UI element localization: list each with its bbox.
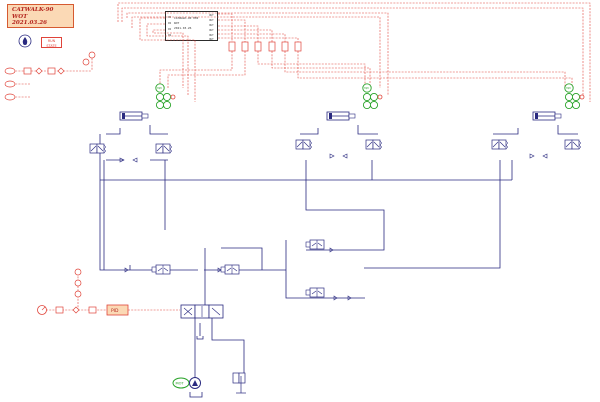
cylinder-icon[interactable] — [119, 111, 149, 121]
controller-line-3: 2021.03.26 — [174, 26, 192, 30]
motor-group-3[interactable]: M/C — [564, 83, 585, 110]
controller-in-4: IN — [168, 34, 172, 37]
controller-in-2: IN — [168, 22, 172, 25]
motor-label-2: M/C — [364, 86, 369, 90]
controller-out-2: OUT — [209, 19, 214, 22]
controller-out-1: OUT — [209, 14, 214, 17]
valve-icon[interactable] — [89, 143, 107, 154]
controller-line-1: CATWALK-90 HMI — [174, 16, 199, 20]
cylinder-icon[interactable] — [532, 111, 562, 121]
pid-label: PID — [111, 308, 119, 314]
run-label: RUN — [47, 39, 56, 43]
valve-icon[interactable] — [305, 239, 325, 250]
title-line-3: 2021.03.26 — [12, 20, 48, 26]
tank-icon — [189, 336, 204, 398]
controller-out-5: OUT — [209, 34, 214, 37]
controller-in-1: IN — [168, 16, 172, 19]
sensor-chain — [4, 51, 96, 101]
relay-boxes — [228, 41, 302, 52]
motor-group-1[interactable]: M/C — [155, 83, 176, 110]
controller-in-3: IN — [168, 28, 172, 31]
valve-icon[interactable] — [491, 139, 509, 150]
hydraulic-lines — [99, 125, 578, 382]
main-directional-valve[interactable] — [180, 304, 224, 319]
controller-out-3: OUT — [209, 24, 214, 27]
motor-label-1: M/C — [157, 86, 162, 90]
pid-chain — [55, 268, 97, 314]
title-box: CATWALK-90 WOT 2021.03.26 — [7, 4, 74, 28]
pump-icon[interactable] — [189, 377, 201, 389]
valve-icon[interactable] — [151, 264, 171, 275]
valve-icon[interactable] — [155, 143, 173, 154]
valve-icon[interactable] — [220, 264, 240, 275]
valve-icon[interactable] — [365, 139, 383, 150]
valve-icon[interactable] — [232, 372, 246, 394]
water-drop-icon[interactable] — [18, 34, 32, 48]
gauge-icon[interactable] — [37, 305, 47, 315]
controller-block[interactable]: CATWALK-90 HMI WOT 2021.03.26 IN IN IN I… — [165, 11, 218, 41]
pid-block[interactable]: PID — [106, 304, 129, 316]
title-line-1: CATWALK-90 — [12, 7, 54, 13]
valve-icon[interactable] — [295, 139, 313, 150]
run-state-button[interactable]: RUN STATE — [41, 37, 62, 48]
pump-motor-label: MOT — [176, 382, 185, 386]
check-valve-icon — [119, 153, 548, 301]
title-line-2: WOT — [12, 13, 28, 20]
valve-icon[interactable] — [305, 287, 325, 298]
motor-group-2[interactable]: M/C — [362, 83, 383, 110]
controller-out-4: OUT — [209, 29, 214, 32]
controller-line-2: WOT — [174, 21, 180, 25]
controller-out-6: OUT — [209, 38, 214, 41]
valve-icon[interactable] — [564, 139, 582, 150]
motor-label-3: M/C — [566, 86, 571, 90]
motor-icon[interactable]: MOT — [172, 377, 190, 389]
cylinder-icon[interactable] — [326, 111, 356, 121]
state-label: STATE — [46, 43, 57, 48]
